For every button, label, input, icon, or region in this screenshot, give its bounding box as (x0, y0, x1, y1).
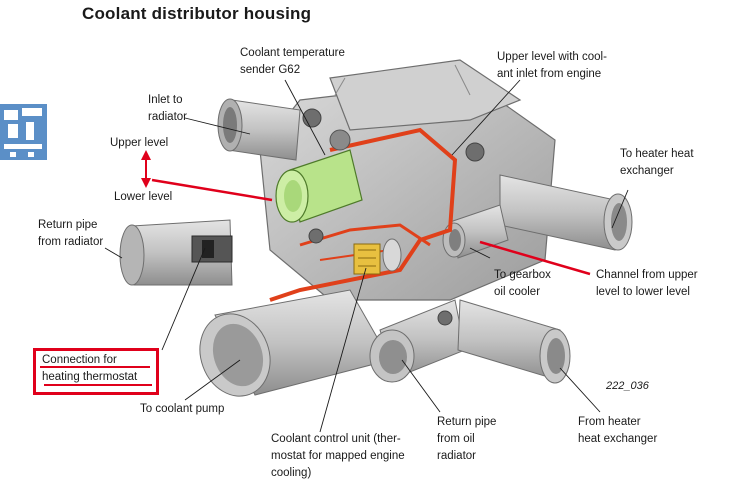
red-arrows (151, 178, 591, 276)
label-upper-level: Upper level (110, 137, 169, 149)
return-pipe-from-radiator (119, 219, 233, 286)
label-lower-level: Lower level (114, 191, 173, 203)
label-to-coolant-pump: To coolant pump (140, 403, 225, 415)
return-pipe-oil-radiator (369, 299, 466, 383)
from-heater-pipe (457, 299, 571, 384)
side-tab-icon (0, 104, 47, 160)
up-down-arrow-icon (141, 150, 151, 188)
label-coolant-control-unit: Coolant control unit (ther-mostat for ma… (271, 433, 405, 479)
to-heater-pipe (499, 174, 633, 251)
thermostat-unit (353, 238, 402, 275)
page-title: Coolant distributor housing (82, 4, 312, 23)
leader-lines (104, 79, 629, 433)
inlet-to-radiator-pipe (217, 98, 301, 161)
to-coolant-pump-pipe (199, 289, 391, 397)
temperature-sender-icon (275, 129, 363, 223)
figure-number: 222_036 (606, 380, 649, 392)
highlight-box (33, 348, 159, 395)
label-upper-level-inlet: Upper level with cool-ant inlet from eng… (497, 51, 607, 80)
